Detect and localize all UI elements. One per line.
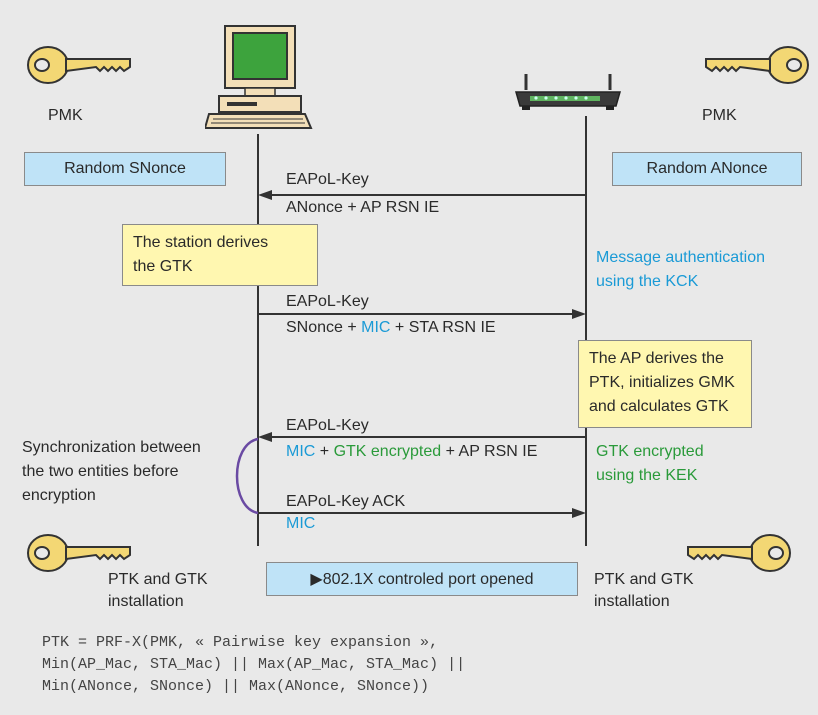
gtk-encrypted-line-1: GTK encrypted (596, 443, 704, 460)
ptk-install-left-line-1: PTK and GTK (108, 571, 208, 588)
message-1-title: EAPoL-Key (286, 171, 369, 188)
ptk-install-right-line-2: installation (594, 593, 670, 610)
port-opened-box: ▶802.1X controled port opened (266, 562, 578, 596)
ap-note-line-3: and calculates GTK (589, 398, 729, 415)
message-2-title: EAPoL-Key (286, 293, 369, 310)
router-icon (515, 74, 621, 110)
computer-icon (205, 25, 313, 129)
pmk-label-right: PMK (702, 107, 737, 124)
message-4-mic: MIC (286, 515, 316, 532)
ptk-install-right-line-1: PTK and GTK (594, 571, 694, 588)
station-lifeline (257, 134, 259, 546)
ap-note-line-2: PTK, initializes GMK (589, 374, 735, 391)
ptk-formula-line-2: Min(AP_Mac, STA_Mac) || Max(AP_Mac, STA_… (42, 656, 466, 673)
random-snonce-box: Random SNonce (24, 152, 226, 186)
station-derives-gtk-note: The station derives the GTK (122, 224, 318, 286)
message-3-gtk: GTK encrypted (333, 443, 442, 460)
message-2-snonce: SNonce + (286, 319, 362, 336)
message-3-rest: + AP RSN IE (441, 443, 538, 460)
sync-line-2: the two entities before (22, 463, 179, 480)
sync-line-3: encryption (22, 487, 96, 504)
msg-auth-line-1: Message authentication (596, 249, 765, 266)
message-3-body: MIC + GTK encrypted + AP RSN IE (286, 442, 537, 462)
key-icon-bottom-right (687, 534, 791, 572)
message-2-rest: + STA RSN IE (390, 319, 496, 336)
ptk-formula-line-3: Min(ANonce, SNonce) || Max(ANonce, SNonc… (42, 678, 430, 695)
message-2-body: SNonce + MIC + STA RSN IE (286, 318, 496, 338)
gtk-encrypted-line-2: using the KEK (596, 467, 698, 484)
station-note-line-1: The station derives (133, 234, 269, 251)
message-4-arrow (258, 508, 586, 518)
msg-auth-line-2: using the KCK (596, 273, 699, 290)
ap-note-line-1: The AP derives the (589, 350, 724, 367)
ap-derives-ptk-note: The AP derives the PTK, initializes GMK … (578, 340, 752, 428)
station-note-line-2: the GTK (133, 258, 193, 275)
random-anonce-box: Random ANonce (612, 152, 802, 186)
message-3-title: EAPoL-Key (286, 417, 369, 434)
pmk-label-left: PMK (48, 107, 83, 124)
message-1-arrow (258, 190, 586, 200)
message-2-arrow (258, 309, 586, 319)
message-4-title: EAPoL-Key ACK (286, 493, 406, 510)
message-3-arrow (258, 432, 586, 442)
message-3-mic: MIC (286, 443, 316, 460)
message-1-body: ANonce + AP RSN IE (286, 199, 440, 216)
ptk-formula-line-1: PTK = PRF-X(PMK, « Pairwise key expansio… (42, 634, 439, 651)
message-3-plus: + (315, 443, 334, 460)
sync-line-1: Synchronization between (22, 439, 201, 456)
message-2-mic: MIC (361, 319, 391, 336)
key-icon-top-right (705, 46, 809, 84)
ptk-install-left-line-2: installation (108, 593, 184, 610)
key-icon-top-left (27, 46, 131, 84)
sync-bracket (235, 437, 259, 515)
ap-lifeline (585, 116, 587, 546)
key-icon-bottom-left (27, 534, 131, 572)
